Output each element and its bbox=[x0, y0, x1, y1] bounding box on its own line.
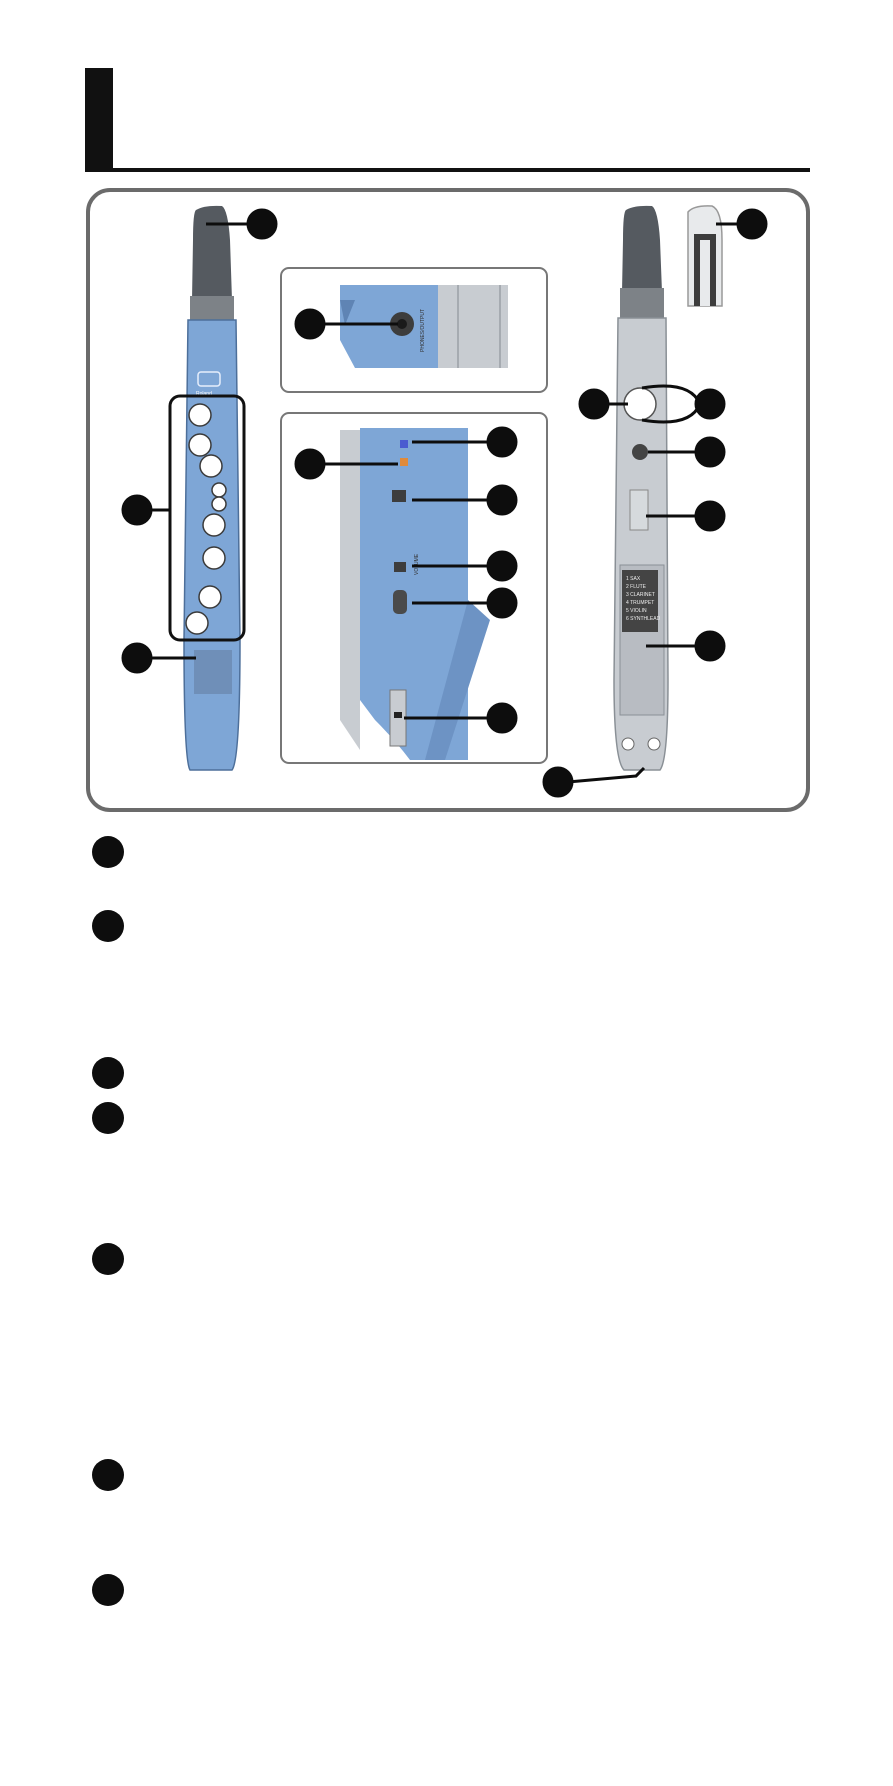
description-marker-5 bbox=[92, 1243, 124, 1275]
callout-marker bbox=[486, 702, 518, 734]
callout-marker bbox=[486, 426, 518, 458]
key-6 bbox=[202, 513, 226, 537]
description-marker-3 bbox=[92, 1057, 124, 1089]
callout-marker bbox=[486, 587, 518, 619]
thumb-key bbox=[623, 387, 657, 421]
callout-marker bbox=[694, 436, 726, 468]
description-marker-1 bbox=[92, 836, 124, 868]
description-marker-7 bbox=[92, 1574, 124, 1606]
key-group bbox=[185, 403, 227, 635]
phones-panel: PHONES/OUTPUT bbox=[280, 267, 548, 393]
description-marker-4 bbox=[92, 1102, 124, 1134]
callout-marker bbox=[486, 484, 518, 516]
keys-bracket bbox=[168, 394, 246, 642]
octave-button bbox=[632, 444, 648, 460]
callout-markers bbox=[121, 208, 768, 798]
callout-marker bbox=[736, 208, 768, 240]
callout-marker bbox=[542, 766, 574, 798]
key-3 bbox=[199, 454, 223, 478]
svg-text:3 CLARINET: 3 CLARINET bbox=[626, 592, 655, 598]
svg-text:5 VIOLIN: 5 VIOLIN bbox=[626, 608, 647, 614]
key-8 bbox=[198, 585, 222, 609]
key-9 bbox=[185, 611, 209, 635]
callout-marker bbox=[694, 630, 726, 662]
section-title-bar bbox=[85, 68, 113, 170]
brand-label: Roland bbox=[196, 391, 212, 397]
svg-text:6 SYNTHLEAD: 6 SYNTHLEAD bbox=[626, 616, 661, 622]
svg-text:1 SAX: 1 SAX bbox=[626, 576, 641, 582]
callout-marker bbox=[694, 500, 726, 532]
instrument-front-view: Roland bbox=[168, 205, 246, 771]
battery-panel-text: 1 SAX 2 FLUTE 3 CLARINET 4 TRUMPET 5 VIO… bbox=[626, 576, 661, 622]
svg-text:2 FLUTE: 2 FLUTE bbox=[626, 584, 647, 590]
key-5 bbox=[211, 496, 227, 512]
usb-port bbox=[393, 590, 407, 614]
callout-marker bbox=[694, 388, 726, 420]
instrument-back-view: 1 SAX 2 FLUTE 3 CLARINET 4 TRUMPET 5 VIO… bbox=[613, 205, 723, 771]
svg-text:4 TRUMPET: 4 TRUMPET bbox=[626, 600, 654, 606]
key-4 bbox=[211, 482, 227, 498]
phones-label: PHONES/OUTPUT bbox=[420, 309, 426, 352]
key-2 bbox=[188, 433, 212, 457]
side-controls-panel: VOLUME bbox=[280, 412, 548, 764]
callout-marker bbox=[578, 388, 610, 420]
thumb-rest bbox=[629, 489, 649, 531]
callout-marker bbox=[121, 494, 153, 526]
description-marker-2 bbox=[92, 910, 124, 942]
key-1 bbox=[188, 403, 212, 427]
callout-marker bbox=[294, 448, 326, 480]
description-marker-6 bbox=[92, 1459, 124, 1491]
callout-marker bbox=[121, 642, 153, 674]
key-7 bbox=[202, 546, 226, 570]
brand-logo: Roland bbox=[196, 371, 221, 397]
callout-marker bbox=[486, 550, 518, 582]
callout-marker bbox=[294, 308, 326, 340]
instrument-diagram: Roland PHONES/OUTPUT bbox=[86, 188, 810, 812]
callout-marker bbox=[246, 208, 278, 240]
volume-label: VOLUME bbox=[414, 553, 420, 575]
section-title-rule bbox=[85, 168, 810, 172]
